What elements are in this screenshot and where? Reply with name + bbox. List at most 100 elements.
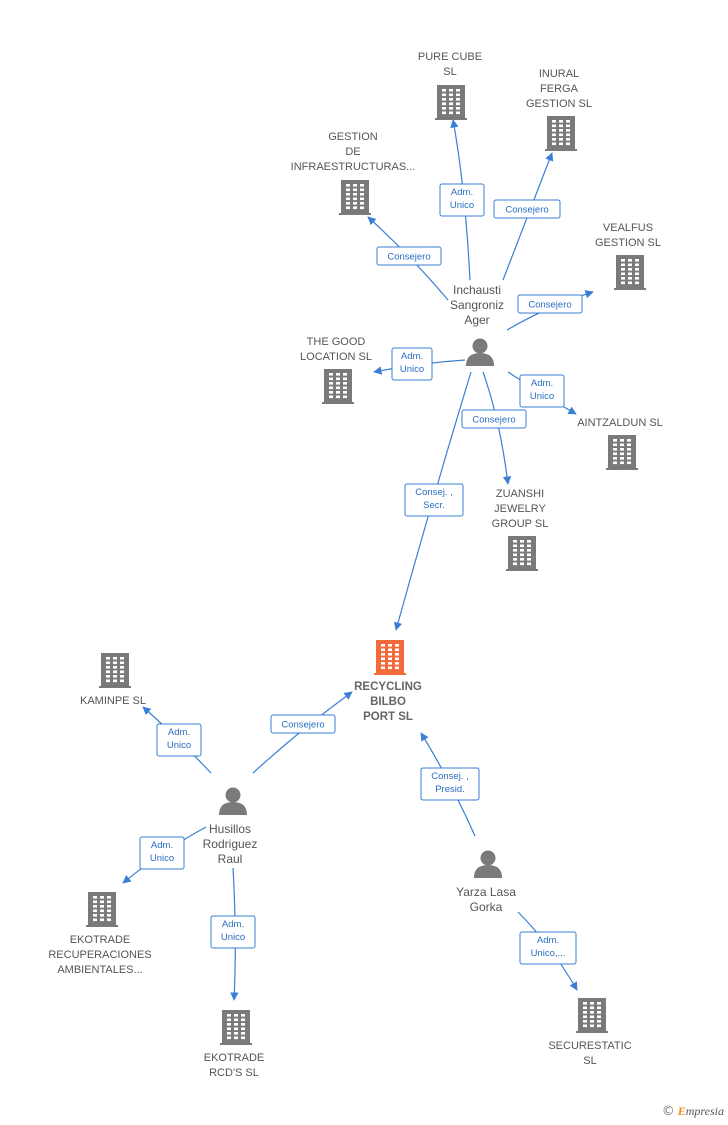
building-icon — [576, 998, 608, 1033]
building-icon — [374, 640, 406, 675]
role-box — [519, 374, 565, 408]
role-text: Adm. — [401, 351, 423, 362]
node-label-line: Husillos — [209, 822, 251, 836]
role-label: Adm. Unico — [139, 836, 185, 870]
building-icon — [339, 180, 371, 215]
node-label-line: Sangroniz — [450, 298, 504, 312]
node-label-line: SECURESTATIC — [548, 1040, 631, 1052]
role-text: Adm. — [531, 378, 553, 389]
role-label: Adm. Unico — [439, 183, 485, 217]
role-text: Consej. , — [431, 771, 469, 782]
node-label-line: FERGA — [540, 83, 579, 95]
node-label-line: EKOTRADE — [70, 934, 131, 946]
role-text: Adm. — [222, 919, 244, 930]
brand-name: mpresia — [685, 1104, 724, 1118]
node-aintzaldun[interactable]: AINTZALDUN SL — [577, 417, 663, 470]
role-text: Adm. — [451, 187, 473, 198]
node-label-line: PORT SL — [363, 711, 413, 723]
node-label-line: Ager — [464, 313, 489, 327]
node-kaminpe[interactable]: KAMINPE SL — [80, 653, 146, 707]
node-label-line: ZUANSHI — [496, 488, 544, 500]
node-label-line: RCD'S SL — [209, 1067, 259, 1079]
person-icon — [219, 787, 247, 815]
building-icon — [545, 116, 577, 151]
node-label-line: GROUP SL — [492, 518, 549, 530]
role-label: Consej. , Presid. — [420, 767, 480, 801]
building-icon — [506, 536, 538, 571]
role-text: Consejero — [281, 720, 324, 731]
role-box — [156, 723, 202, 757]
node-label-line: Raul — [218, 852, 243, 866]
role-text: Unico — [530, 391, 554, 402]
role-text: Consejero — [387, 252, 430, 263]
role-text: Adm. — [151, 840, 173, 851]
role-text: Unico — [221, 932, 245, 943]
role-box — [404, 483, 464, 517]
node-label-line: GESTION SL — [595, 237, 661, 249]
role-box — [493, 199, 561, 219]
role-box — [139, 836, 185, 870]
node-ekotrade-recup[interactable]: EKOTRADERECUPERACIONESAMBIENTALES... — [48, 892, 152, 976]
role-label: Consejero — [493, 199, 561, 219]
role-box — [376, 246, 442, 266]
node-vealfus[interactable]: VEALFUS GESTION SL — [595, 222, 661, 290]
node-label-line: BILBO — [370, 696, 406, 708]
node-label-line: VEALFUS — [603, 222, 653, 234]
node-label-line: RECUPERACIONES — [48, 949, 151, 961]
person-icon — [474, 850, 502, 878]
role-box — [439, 183, 485, 217]
node-label-line: Gorka — [470, 900, 503, 914]
role-label: Consejero — [376, 246, 442, 266]
node-label-line: SL — [583, 1055, 596, 1067]
role-label: Adm. Unico,... — [519, 931, 577, 965]
role-label: Consej. , Secr. — [404, 483, 464, 517]
node-label-line: Rodriguez — [203, 837, 258, 851]
role-text: Unico,... — [531, 948, 566, 959]
role-text: Consejero — [505, 205, 548, 216]
role-text: Presid. — [435, 784, 465, 795]
role-label: Adm.Unico — [156, 723, 202, 757]
role-box — [519, 931, 577, 965]
role-label: Adm. Unico — [519, 374, 565, 408]
node-securestatic[interactable]: SECURESTATIC SL — [548, 998, 632, 1067]
role-text: Secr. — [423, 500, 445, 511]
role-label: Consejero — [270, 714, 336, 734]
role-box — [270, 714, 336, 734]
role-text: Consejero — [472, 415, 515, 426]
node-label-line: Inchausti — [453, 283, 501, 297]
role-box — [517, 294, 583, 314]
brand-initial: E — [677, 1104, 686, 1118]
node-label-line: INFRAESTRUCTURAS... — [291, 161, 416, 173]
building-icon — [322, 369, 354, 404]
role-text: Adm. — [537, 935, 559, 946]
node-label-line: THE GOOD — [307, 336, 366, 348]
role-text: Consej. , — [415, 487, 453, 498]
building-icon — [220, 1010, 252, 1045]
node-gestion-infra[interactable]: GESTIONDEINFRAESTRUCTURAS... — [291, 131, 416, 215]
role-box — [461, 409, 527, 429]
node-label-line: GESTION — [328, 131, 378, 143]
copyright-symbol: © — [661, 1104, 675, 1119]
node-label-line: Yarza Lasa — [456, 885, 516, 899]
role-text: Unico — [450, 200, 474, 211]
person-icon — [466, 338, 494, 366]
building-icon — [435, 85, 467, 120]
building-icon — [86, 892, 118, 927]
role-box — [420, 767, 480, 801]
node-label-line: KAMINPE SL — [80, 695, 146, 707]
role-text: Unico — [150, 853, 174, 864]
node-label-line: SL — [443, 66, 456, 78]
node-label-line: INURAL — [539, 68, 579, 80]
